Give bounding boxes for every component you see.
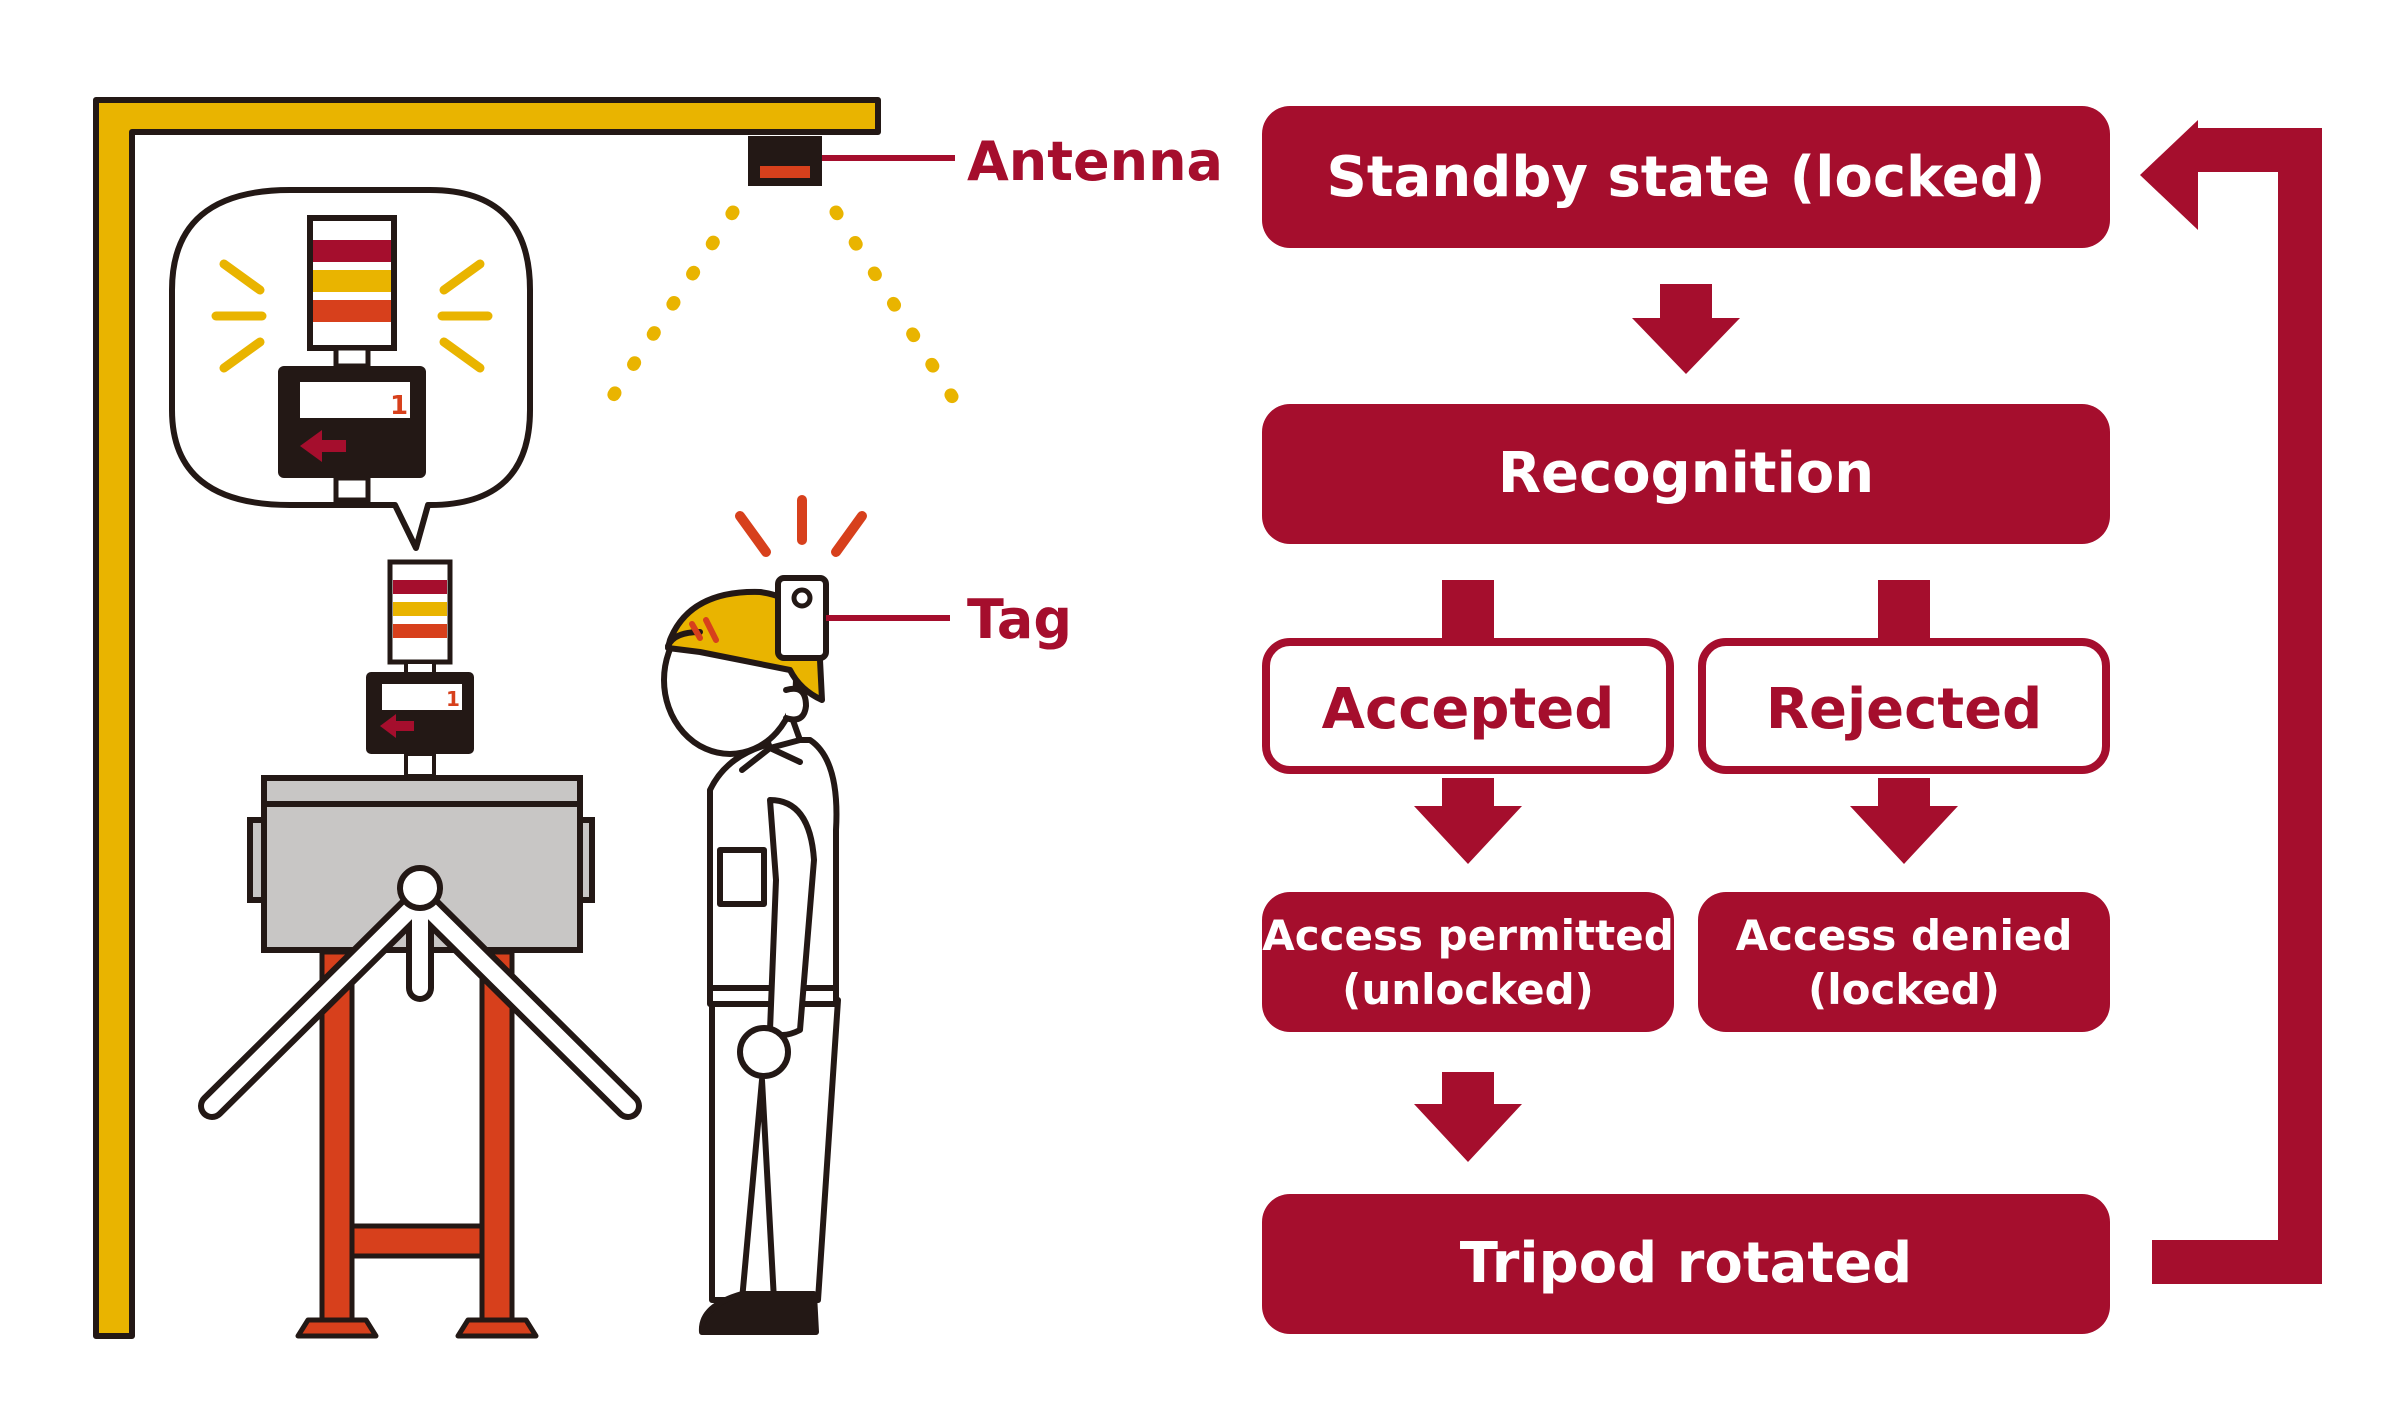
- flow-recognition-text: Recognition: [1498, 441, 1874, 506]
- arrow-down-icon: [1850, 778, 1958, 864]
- turnstile-counter: 1: [446, 687, 460, 711]
- flow-step-standby: Standby state (locked): [1262, 106, 2110, 248]
- signal-tower-icon: 1: [211, 215, 493, 503]
- gate-frame: [93, 97, 881, 1339]
- flow-rejected-text: Rejected: [1766, 677, 2042, 742]
- turnstile-icon: 1: [198, 559, 642, 1339]
- flow-permitted-line1: Access permitted: [1262, 911, 1674, 960]
- display-counter: 1: [390, 391, 408, 421]
- tag-icon: [735, 495, 950, 661]
- antenna-icon: [748, 136, 955, 186]
- arrow-down-icon: [1632, 284, 1740, 374]
- flow-denied-line2: (locked): [1808, 965, 2000, 1014]
- tag-label: Tag: [967, 588, 1072, 651]
- flow-step-accepted: Accepted: [1262, 638, 1674, 774]
- flow-permitted-line2: (unlocked): [1342, 965, 1594, 1014]
- flow-denied-line1: Access denied: [1736, 911, 2073, 960]
- antenna-signal: [589, 205, 975, 429]
- flow-accepted-text: Accepted: [1322, 677, 1615, 742]
- flow-tripod-text: Tripod rotated: [1460, 1231, 1912, 1296]
- arrow-to-accepted: [1442, 580, 1494, 640]
- arrow-down-icon: [1414, 778, 1522, 864]
- worker-icon: [661, 588, 841, 1335]
- flow-step-permitted: Access permitted (unlocked): [1262, 892, 1674, 1032]
- flow-step-denied: Access denied (locked): [1698, 892, 2110, 1032]
- flow-step-recognition: Recognition: [1262, 404, 2110, 544]
- antenna-label: Antenna: [967, 130, 1223, 193]
- flow-step-rejected: Rejected: [1698, 638, 2110, 774]
- loop-arrow-icon: [2140, 120, 2322, 1284]
- flow-step-tripod: Tripod rotated: [1262, 1194, 2110, 1334]
- flow-standby-text: Standby state (locked): [1327, 145, 2046, 210]
- arrow-to-rejected: [1878, 580, 1930, 640]
- arrow-down-icon: [1414, 1072, 1522, 1162]
